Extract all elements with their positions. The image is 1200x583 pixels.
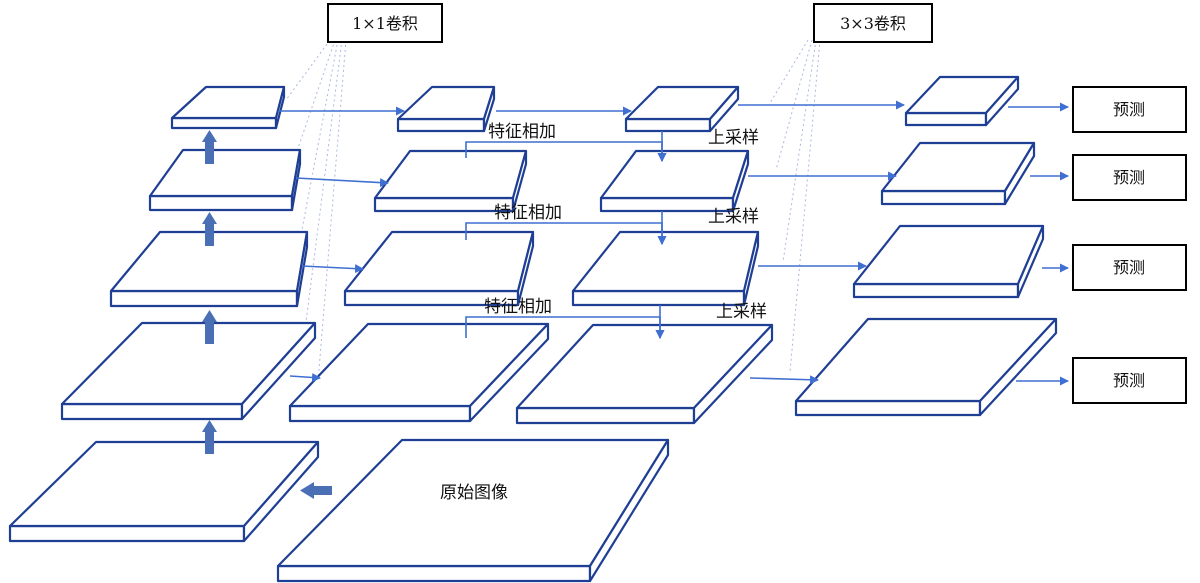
backbone-up-arrows (202, 130, 217, 454)
output-level-1 (904, 111, 988, 127)
output-column (794, 75, 1058, 417)
lateral-column (288, 85, 550, 423)
original-image-slab: 原始图像 (276, 438, 670, 583)
predict-label: 预测 (1113, 258, 1145, 277)
predict-label: 预测 (1113, 371, 1145, 390)
output-level-4 (794, 399, 982, 417)
backbone-level-5 (8, 524, 246, 543)
lateral-level-4 (288, 404, 472, 423)
up-arrow-icon (202, 310, 217, 344)
output-level-2 (880, 189, 1007, 206)
merge-level-4 (515, 406, 696, 425)
feature-add-label: 特征相加 (484, 297, 552, 317)
up-arrow-icon (202, 212, 217, 246)
predict-box: 预测 (1072, 357, 1187, 404)
upsample-label: 上采样 (716, 302, 767, 322)
up-arrow-icon (202, 130, 217, 164)
left-arrow-icon (300, 482, 332, 499)
backbone-level-2 (148, 194, 294, 212)
upsample-label: 上采样 (708, 128, 759, 148)
upsample-label: 上采样 (708, 207, 759, 227)
backbone-level-1 (170, 116, 278, 130)
merge-column (515, 85, 774, 425)
conv3x3-label-box: 3×3卷积 (813, 3, 933, 43)
feature-add-label: 特征相加 (488, 122, 556, 142)
lateral-level-1 (396, 117, 486, 133)
backbone-level-4 (60, 402, 244, 421)
original-image-label: 原始图像 (440, 483, 508, 503)
up-arrow-icon (202, 420, 217, 454)
predict-box: 预测 (1072, 86, 1187, 133)
conv3x3-guide-lines (769, 39, 821, 373)
predict-label: 预测 (1113, 168, 1145, 187)
merge-level-1 (624, 117, 712, 133)
conv1x1-label-box: 1×1卷积 (327, 3, 443, 43)
backbone-column (8, 85, 320, 543)
conv3x3-label: 3×3卷积 (840, 14, 906, 33)
predict-label: 预测 (1113, 100, 1145, 119)
lateral-level-2 (373, 196, 515, 213)
output-level-3 (852, 282, 1020, 299)
upsample-arrows (655, 131, 667, 339)
backbone-level-3 (109, 289, 299, 308)
feature-add-label: 特征相加 (494, 203, 562, 223)
conv1x1-label: 1×1卷积 (352, 14, 418, 33)
flow-arrows (278, 100, 1069, 386)
conv1x1-guide-lines (285, 39, 347, 383)
predict-box: 预测 (1072, 244, 1187, 291)
predict-box: 预测 (1072, 154, 1187, 201)
